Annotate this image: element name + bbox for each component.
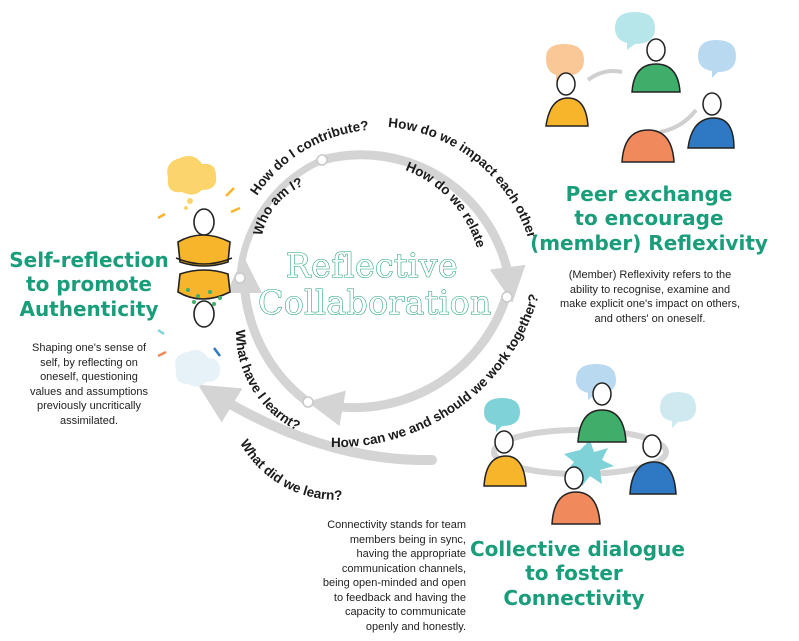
person-body-bottom-icon [177, 269, 231, 300]
speech-bubble-teal-icon-2 [484, 398, 520, 432]
center-title-line1: Reflective [286, 246, 458, 285]
thought-bubble-yellow-icon [167, 156, 217, 195]
node-top [316, 154, 328, 166]
peer-exchange-heading-line2: to encourage [574, 206, 724, 231]
person-orange-icon-2 [551, 491, 601, 525]
speech-bubble-light-icon [660, 392, 696, 428]
self-reflection-illustration [157, 156, 241, 387]
collective-dialogue-description: Connectivity stands for team members bei… [322, 519, 466, 633]
thought-bubble-light-icon [175, 350, 220, 387]
speech-bubble-orange-icon [546, 44, 584, 82]
arrow-inner-left-arc [236, 158, 322, 279]
cycle-arrows [197, 150, 526, 466]
arrow-outer-return [197, 384, 437, 466]
arrow-upper-arc [317, 150, 526, 303]
peer-exchange-heading: Peer exchange to encourage (member) Refl… [530, 182, 768, 255]
arrow-icon-2 [659, 108, 698, 134]
self-reflection-heading: Self-reflection to promote Authenticity [6, 248, 172, 321]
person-green-icon-2 [577, 409, 627, 443]
arrow-lower-arc [307, 295, 510, 426]
person-yellow-icon-2 [483, 455, 527, 487]
speech-bubble-teal-icon [615, 12, 655, 50]
peer-exchange-description: (Member) Reflexivity refers to the abili… [559, 269, 741, 325]
person-orange-icon [621, 129, 675, 163]
self-reflection-heading-line1: Self-reflection [9, 248, 169, 272]
collective-dialogue-heading-line2: to foster [525, 561, 623, 586]
center-title-line2: Collaboration [258, 283, 492, 322]
spark-lines-bottom-icon [157, 328, 221, 358]
peer-exchange-illustration [545, 12, 736, 163]
burst-teal-icon [564, 440, 614, 486]
peer-exchange-heading-line1: Peer exchange [565, 182, 733, 206]
speech-bubble-blue-icon [698, 40, 736, 78]
collective-dialogue-heading: Collective dialogue to foster Connectivi… [470, 537, 685, 610]
person-head-top-icon [193, 208, 215, 236]
node-left [234, 272, 246, 284]
self-reflection-description: Shaping one's sense of self, by reflecti… [29, 342, 148, 427]
person-blue-icon-2 [629, 461, 677, 495]
dots-pattern-icon [186, 288, 222, 306]
collective-dialogue-heading-line1: Collective dialogue [470, 537, 685, 561]
node-bottom [302, 396, 314, 408]
peer-exchange-heading-line3: (member) Reflexivity [530, 230, 768, 255]
self-reflection-heading-line3: Authenticity [19, 296, 159, 321]
arrow-icon [586, 69, 623, 82]
person-yellow-icon [545, 97, 589, 127]
person-body-top-icon [177, 234, 231, 267]
arrow-left-arc [226, 257, 310, 405]
collective-dialogue-heading-line3: Connectivity [503, 585, 645, 610]
cycle-nodes [234, 154, 513, 408]
person-green-icon [631, 63, 681, 93]
node-right [501, 291, 513, 303]
person-blue-icon [687, 117, 735, 149]
person-head-bottom-icon [193, 300, 215, 328]
question-what-learnt: What have I learnt? [233, 329, 303, 433]
self-reflection-heading-line2: to promote [26, 272, 152, 297]
spark-lines-icon [157, 187, 241, 220]
collective-dialogue-illustration [483, 364, 696, 525]
